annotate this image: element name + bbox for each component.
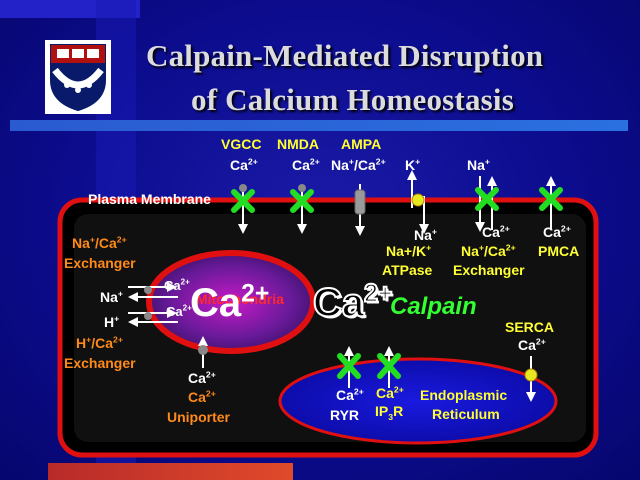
- h-left-label: H+: [104, 313, 120, 330]
- title-underline-bar: [10, 120, 628, 131]
- vgcc-label: VGCC: [221, 136, 262, 152]
- ca-mito-label-1: Ca2+: [164, 277, 190, 293]
- na-ca-exchanger-left-label: Na+/Ca2+: [72, 234, 127, 251]
- calpain-label: Calpain: [390, 293, 477, 320]
- ca-vgcc-label: Ca2+: [230, 156, 258, 173]
- na-k-atpase-label: Na+/K+: [386, 242, 432, 259]
- pmca-label: PMCA: [538, 243, 580, 259]
- slide-title-line-1: Calpain-Mediated Disruption: [146, 38, 544, 73]
- bottom-accent-bar: [48, 463, 293, 480]
- na-atpase-label: Na+: [414, 226, 437, 243]
- ca-ip3r-label: Ca2+: [376, 384, 404, 401]
- ampa-label: AMPA: [341, 136, 382, 152]
- ryr-label: RYR: [330, 407, 360, 423]
- exchanger-left2-label: Exchanger: [64, 355, 136, 371]
- ca-mito-big-label: Ca2+: [190, 280, 270, 325]
- na-top-label: Na+: [467, 156, 490, 173]
- mitochondria-shape: [146, 250, 316, 354]
- ip3r-label: IP3R: [375, 403, 404, 422]
- ca-cytosol-big-label: Ca2+: [312, 280, 393, 325]
- nmda-label: NMDA: [277, 136, 319, 152]
- slide-title-line-2: of Calcium Homeostasis: [191, 82, 514, 117]
- exchanger-right-label: Exchanger: [453, 262, 525, 278]
- ca-uniporter-label-1: Ca2+: [188, 369, 216, 386]
- ca-mito-label-2: Ca2+: [166, 303, 192, 319]
- ca-uniporter-label-2: Ca2+: [188, 388, 216, 405]
- ca-ryr-label: Ca2+: [336, 386, 364, 403]
- ca-exch-right-label: Ca2+: [482, 223, 510, 240]
- plasma-membrane-label: Plasma Membrane: [88, 191, 211, 207]
- na-left-label: Na+: [100, 288, 123, 305]
- ca-pmca-label: Ca2+: [543, 223, 571, 240]
- er-shape: [278, 357, 558, 445]
- er-label-line-1: Endoplasmic: [420, 387, 508, 403]
- h-ca-exchanger-left-label: H+/Ca2+: [76, 334, 123, 351]
- k-top-label: K+: [405, 156, 421, 173]
- na-ca-exch-right-label: Na+/Ca2+: [461, 242, 516, 259]
- serca-label: SERCA: [505, 319, 555, 335]
- ca-serca-label: Ca2+: [518, 336, 546, 353]
- university-shield-icon: [45, 40, 111, 114]
- er-label-line-2: Reticulum: [432, 406, 500, 422]
- ca-nmda-label: Ca2+: [292, 156, 320, 173]
- na-ca-ampa-label: Na+/Ca2+: [331, 156, 386, 173]
- exchanger-left-label: Exchanger: [64, 255, 136, 271]
- atpase-label: ATPase: [382, 262, 433, 278]
- mitochondria-label: Mitochondria: [196, 291, 284, 307]
- uniporter-label: Uniporter: [167, 409, 230, 425]
